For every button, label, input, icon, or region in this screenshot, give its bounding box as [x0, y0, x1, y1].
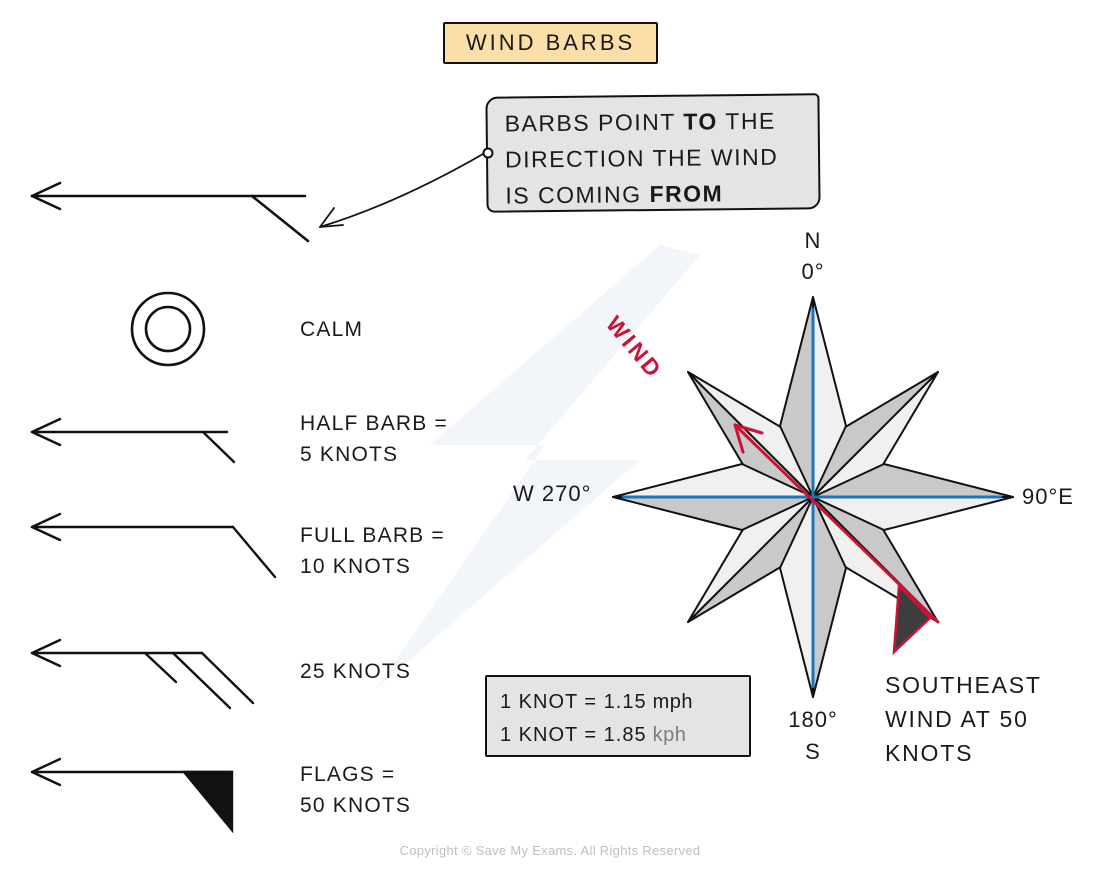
- half-barb: [143, 651, 178, 684]
- conversion-value: 1 KNOT = 1.15: [500, 691, 647, 713]
- annotation-line-2: WIND AT 50: [885, 706, 1029, 732]
- annotation-line-1: SOUTHEAST: [885, 672, 1042, 698]
- compass-axes: [622, 308, 1002, 688]
- wind-arrow-line: [733, 423, 940, 624]
- compass-point-w-light: [612, 463, 814, 498]
- compass-point-sw-dark: [687, 496, 814, 623]
- compass-label-east: 90°E: [1022, 484, 1074, 509]
- compass-point-e-dark: [812, 463, 1014, 498]
- calm-outer-circle: [130, 291, 206, 367]
- compass-label-north: N: [804, 228, 822, 253]
- compass-point-s-dark: [812, 496, 847, 698]
- compass-label-west: W 270°: [513, 481, 592, 506]
- arrowhead: [30, 181, 62, 211]
- full-barb: [250, 194, 310, 243]
- wind-direction-label: WIND: [601, 311, 669, 384]
- compass-point-nw-dark: [687, 371, 814, 498]
- calm-label: CALM: [300, 318, 364, 341]
- compass-label-south-degrees: 180°: [788, 707, 838, 732]
- callout-text: IS COMING: [505, 181, 642, 209]
- arrowhead: [30, 757, 62, 787]
- callout-line-2: DIRECTION THE WIND: [505, 138, 818, 177]
- watermark-lightning-logo: [375, 245, 700, 690]
- compass-point-sw-light: [687, 496, 814, 623]
- full-barb: [231, 525, 277, 579]
- full-barb-symbol: [30, 512, 277, 579]
- callout-bold-from: FROM: [649, 180, 724, 208]
- connector-curve: [319, 153, 484, 228]
- callout-text: BARBS POINT: [504, 108, 676, 137]
- title-box: WIND BARBS: [443, 22, 658, 64]
- compass-point-s-light: [779, 496, 814, 698]
- callout-line-1: BARBS POINT TO THE: [504, 102, 817, 141]
- compass-point-w-dark: [612, 496, 814, 531]
- conversion-value: 1 KNOT = 1.85: [500, 724, 647, 746]
- watermark-bolt-shape: [375, 245, 700, 690]
- calm-symbol: [130, 291, 206, 367]
- flag-symbol: [30, 757, 234, 834]
- compass-point-nw-light: [687, 371, 814, 498]
- compass-point-se-light: [812, 496, 939, 623]
- compass-point-ne-dark: [812, 371, 939, 498]
- half-barb-symbol: [30, 417, 236, 464]
- callout-connector-arrow: [319, 147, 494, 228]
- compass-point-se-dark: [812, 496, 939, 623]
- full-barb-value: 10 KNOTS: [300, 555, 412, 578]
- full-barb: [171, 651, 232, 710]
- wind-pennant-50-knots: [892, 583, 932, 656]
- compass-label-south: S: [805, 739, 821, 764]
- half-barb-value: 5 KNOTS: [300, 443, 399, 466]
- full-barb-label: FULL BARB =: [300, 524, 445, 547]
- calm-inner-circle: [144, 305, 192, 353]
- compass-point-ne-light: [812, 371, 939, 498]
- callout-text: DIRECTION THE WIND: [504, 143, 779, 173]
- wind-direction-arrow: [733, 423, 940, 656]
- compass-point-n-dark: [779, 296, 814, 498]
- twenty-five-knots-symbol: [30, 638, 255, 710]
- callout-bold-to: TO: [683, 108, 718, 135]
- callout-line-3: IS COMING FROM: [505, 174, 818, 213]
- example-wind-barb-symbol: [30, 181, 310, 243]
- connector-arrowhead: [319, 207, 344, 228]
- arrowhead: [30, 512, 62, 542]
- twenty-five-knots-label: 25 KNOTS: [300, 660, 412, 683]
- compass-rose: [612, 296, 1014, 698]
- compass-point-e-light: [812, 496, 1014, 531]
- full-barb: [200, 651, 255, 705]
- flag-pennant: [181, 770, 234, 834]
- callout-text: THE: [725, 107, 776, 135]
- flags-label: FLAGS =: [300, 763, 396, 786]
- half-barb: [201, 430, 236, 464]
- arrowhead: [30, 417, 62, 447]
- copyright-notice: Copyright © Save My Exams. All Rights Re…: [399, 843, 701, 858]
- half-barb-label: HALF BARB =: [300, 412, 448, 435]
- flags-value: 50 KNOTS: [300, 794, 412, 817]
- wind-arrowhead: [733, 423, 764, 454]
- compass-point-n-light: [812, 296, 847, 498]
- arrowhead: [30, 638, 62, 668]
- callout-box: BARBS POINT TO THE DIRECTION THE WIND IS…: [485, 93, 821, 213]
- compass-label-north-degrees: 0°: [801, 259, 825, 284]
- kph-unit: kph: [652, 724, 687, 746]
- page-title: WIND BARBS: [465, 30, 636, 55]
- mph-unit: mph: [652, 691, 693, 713]
- annotation-line-3: KNOTS: [885, 740, 974, 766]
